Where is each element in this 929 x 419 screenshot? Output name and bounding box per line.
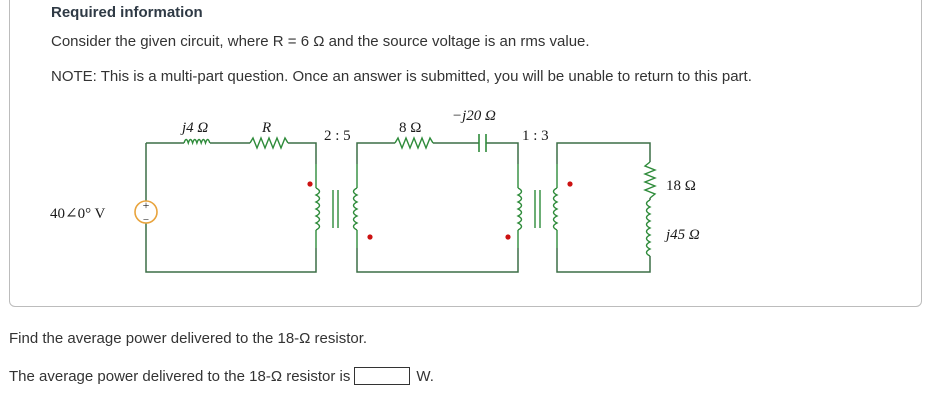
answer-label: The average power delivered to the 18-Ω … <box>9 367 351 385</box>
circuit-diagram: + − 40∠0° V j4 Ω R 2 : 5 8 Ω −j20 Ω 1 : … <box>50 108 700 273</box>
wire <box>556 142 651 164</box>
resistor-8-icon <box>394 136 434 150</box>
inductor-j4-icon <box>183 138 211 146</box>
source-minus: − <box>143 214 149 226</box>
question-prompt: Find the average power delivered to the … <box>9 330 368 347</box>
transformer-2-icon <box>516 164 559 248</box>
transformer-1-ratio: 2 : 5 <box>324 128 351 144</box>
capacitor-label: −j20 Ω <box>452 108 496 124</box>
transformer-2-ratio: 1 : 3 <box>522 128 549 144</box>
info-title: Required information <box>51 4 203 21</box>
answer-row: The average power delivered to the 18-Ω … <box>9 367 434 385</box>
wire <box>556 248 651 273</box>
polarity-dot <box>505 234 511 240</box>
required-info-box <box>9 0 922 307</box>
source-label: 40∠0° V <box>50 206 106 222</box>
polarity-dot <box>307 181 313 187</box>
capacitor-icon <box>478 134 487 152</box>
inductor-j4-label: j4 Ω <box>180 120 208 136</box>
wire <box>486 142 519 164</box>
inductor-j45-label: j45 Ω <box>664 227 700 243</box>
resistor-r-icon <box>249 136 289 150</box>
wire <box>356 142 395 164</box>
resistor-r-label: R <box>261 120 271 136</box>
resistor-18-label: 18 Ω <box>666 178 696 194</box>
inductor-j45-icon <box>645 199 652 257</box>
polarity-dot <box>367 234 373 240</box>
info-description: Consider the given circuit, where R = 6 … <box>51 33 590 50</box>
polarity-dot <box>567 181 573 187</box>
resistor-18-icon <box>643 161 657 199</box>
wire <box>288 142 317 164</box>
answer-unit: W. <box>416 367 434 385</box>
wire <box>356 248 519 273</box>
voltage-source-icon <box>134 200 158 224</box>
wire <box>145 143 317 273</box>
source-plus: + <box>143 198 150 212</box>
resistor-8-label: 8 Ω <box>399 120 421 136</box>
transformer-1-icon <box>314 164 359 248</box>
info-note: NOTE: This is a multi-part question. Onc… <box>51 68 752 85</box>
answer-input[interactable] <box>354 367 411 385</box>
